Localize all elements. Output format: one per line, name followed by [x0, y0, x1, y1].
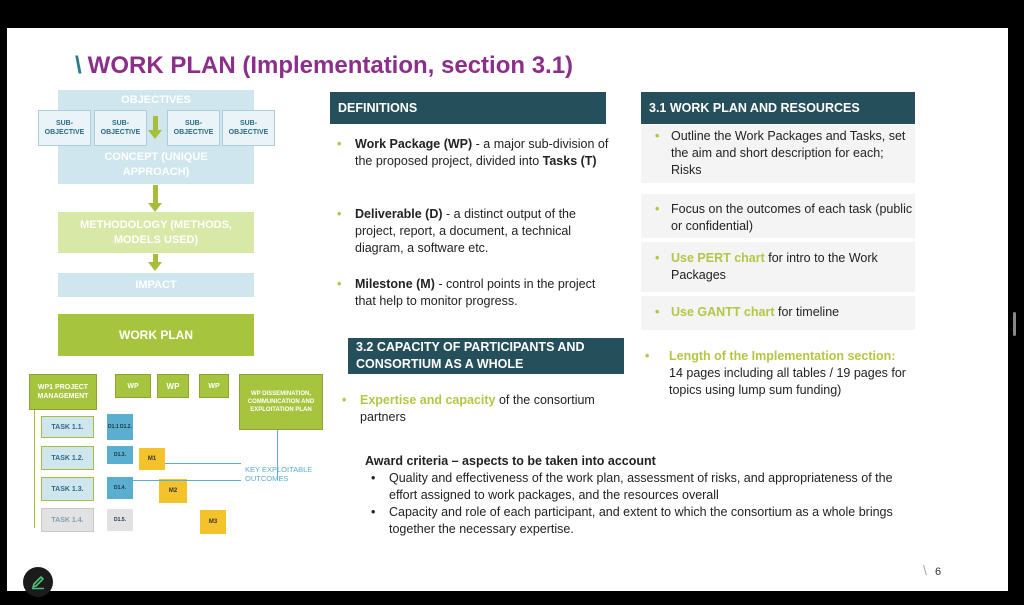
wp1-box: WP1 PROJECT MANAGEMENT — [29, 374, 97, 410]
resource-item: •Use GANTT chart for timeline — [641, 296, 915, 330]
sub-objective-4: SUB-OBJECTIVE — [222, 110, 275, 146]
deliverable-box: D1.3. — [107, 446, 133, 464]
down-arrow-icon — [148, 130, 162, 139]
award-criteria: Award criteria – aspects to be taken int… — [365, 453, 915, 538]
arrow-shaft — [153, 185, 158, 203]
pencil-icon[interactable] — [23, 567, 53, 597]
definition-item: • Deliverable (D) - a distinct output of… — [337, 207, 576, 255]
page-slash: \ — [923, 562, 927, 578]
methodology-box: METHODOLOGY (METHODS, MODELS USED) — [58, 212, 254, 253]
capacity-item: • Expertise and capacity of the consorti… — [342, 393, 595, 424]
arrow-shaft — [153, 116, 158, 130]
task-box: TASK 1.1. — [41, 416, 94, 438]
concept-box: CONCEPT (UNIQUE APPROACH) — [104, 151, 208, 178]
award-item: •Capacity and role of each participant, … — [371, 505, 893, 536]
award-item: •Quality and effectiveness of the work p… — [371, 471, 893, 502]
arrow-shaft — [153, 254, 158, 262]
deliverable-box: D1.1 D1.2. — [107, 414, 133, 440]
length-note: • Length of the Implementation section: … — [645, 349, 906, 397]
resources-header: 3.1 WORK PLAN AND RESOURCES — [641, 92, 915, 124]
impact-box: IMPACT — [58, 273, 254, 297]
wp-box-3: WP — [157, 374, 189, 398]
connector-line — [34, 410, 35, 528]
scroll-handle[interactable] — [1013, 312, 1016, 336]
definition-item: • Work Package (WP) - a major sub-divisi… — [337, 137, 609, 168]
connector-line — [133, 480, 241, 481]
down-arrow-icon — [148, 203, 162, 212]
sub-objective-1: SUB-OBJECTIVE — [38, 110, 91, 146]
wp-box-2: WP — [115, 374, 151, 398]
capacity-header: 3.2 CAPACITY OF PARTICIPANTS AND CONSORT… — [348, 338, 624, 374]
milestone-box: M3 — [200, 510, 226, 534]
wp-dissemination-box: WP DISSEMINATION, COMMUNICATION AND EXPL… — [239, 374, 323, 430]
milestone-box: M2 — [159, 479, 187, 503]
side-strip — [1008, 28, 1024, 591]
slide: \WORK PLAN (Implementation, section 3.1)… — [7, 28, 1008, 591]
down-arrow-icon — [148, 262, 162, 271]
page-title: \WORK PLAN (Implementation, section 3.1) — [75, 52, 574, 79]
wp-box-4: WP — [199, 374, 229, 398]
key-outcomes-label: KEY EXPLOITABLE OUTCOMES — [245, 465, 313, 483]
page-number: 6 — [935, 566, 942, 578]
task-box: TASK 1.3. — [41, 477, 94, 501]
sub-objective-3: SUB-OBJECTIVE — [167, 110, 220, 146]
sub-objective-2: SUB-OBJECTIVE — [94, 110, 147, 146]
resource-item: •Focus on the outcomes of each task (pub… — [641, 194, 915, 238]
connector-line — [165, 463, 241, 464]
deliverable-box: D1.5. — [107, 509, 133, 531]
connector-line — [277, 430, 278, 480]
definitions-header: DEFINITIONS — [330, 92, 606, 124]
resource-item: •Use PERT chart for intro to the Work Pa… — [641, 242, 915, 292]
task-box: TASK 1.2. — [41, 446, 94, 470]
definition-item: • Milestone (M) - control points in the … — [337, 277, 596, 308]
resource-item: •Outline the Work Packages and Tasks, se… — [641, 125, 915, 183]
task-box: TASK 1.4. — [41, 508, 94, 532]
award-title: Award criteria – aspects to be taken int… — [365, 454, 656, 468]
milestone-box: M1 — [139, 448, 165, 470]
bottom-bar — [0, 591, 1024, 605]
work-plan-box: WORK PLAN — [58, 314, 254, 356]
deliverable-box: D1.4. — [107, 477, 133, 499]
